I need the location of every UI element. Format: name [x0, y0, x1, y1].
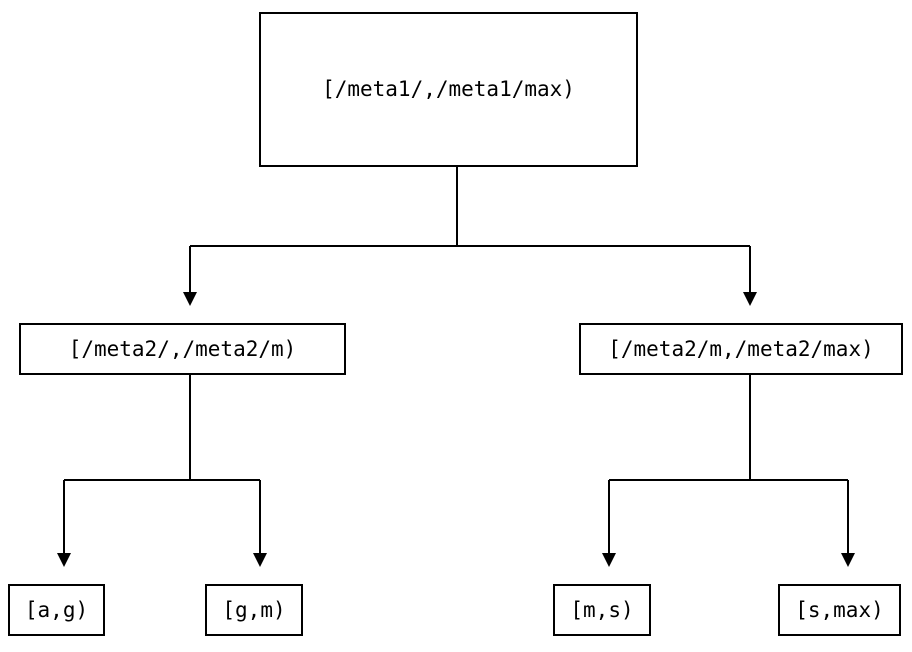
tree-node-leaf-3[interactable]: [m,s) — [553, 584, 651, 636]
tree-node-root[interactable]: [/meta1/,/meta1/max) — [259, 12, 638, 167]
tree-node-leaf-1-label: [a,g) — [24, 597, 89, 622]
arrowhead-leaf3 — [602, 553, 616, 567]
tree-node-mid-left[interactable]: [/meta2/,/meta2/m) — [19, 323, 346, 375]
arrowhead-mid-left — [183, 292, 197, 306]
tree-node-leaf-3-label: [m,s) — [570, 597, 634, 622]
tree-node-root-label: [/meta1/,/meta1/max) — [322, 77, 575, 101]
tree-node-mid-right-label: [/meta2/m,/meta2/max) — [608, 336, 874, 361]
arrowhead-leaf2 — [253, 553, 267, 567]
tree-node-leaf-2[interactable]: [g,m) — [205, 584, 303, 636]
arrowhead-leaf4 — [841, 553, 855, 567]
tree-node-leaf-1[interactable]: [a,g) — [8, 584, 105, 636]
tree-node-leaf-2-label: [g,m) — [222, 597, 286, 622]
arrowhead-mid-right — [743, 292, 757, 306]
arrowhead-leaf1 — [57, 553, 71, 567]
tree-node-leaf-4-label: [s,max) — [795, 597, 884, 622]
tree-node-mid-right[interactable]: [/meta2/m,/meta2/max) — [579, 323, 903, 375]
tree-node-leaf-4[interactable]: [s,max) — [778, 584, 901, 636]
tree-node-mid-left-label: [/meta2/,/meta2/m) — [68, 336, 297, 361]
